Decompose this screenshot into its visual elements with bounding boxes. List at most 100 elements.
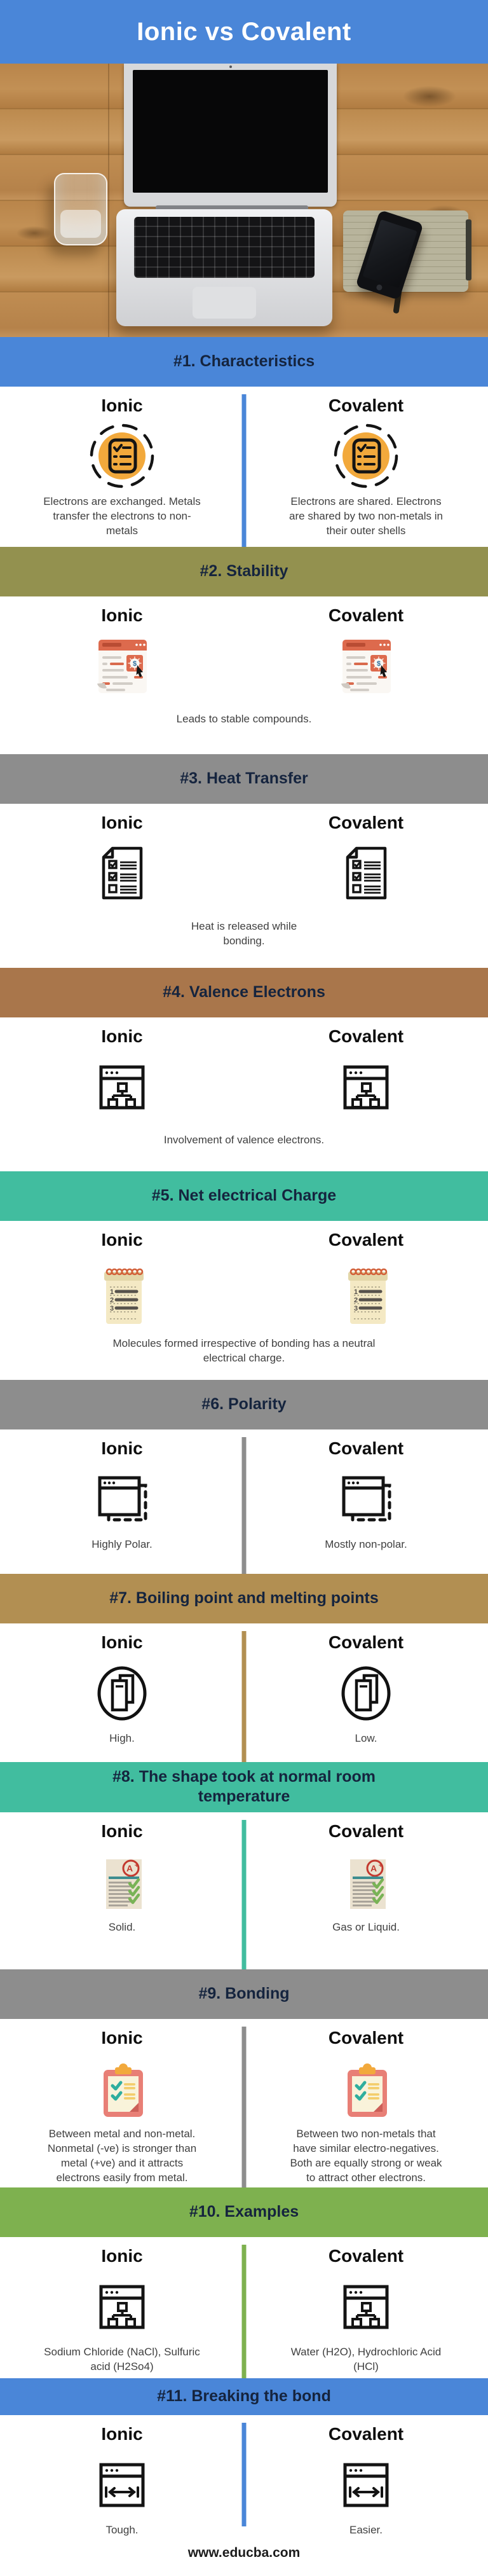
laptop-hinge-image [156,205,308,212]
covalent-label: Covalent [328,2027,404,2048]
section-heading-bar: #9. Bonding [0,1969,488,2019]
ionic-label: Ionic [101,1026,143,1046]
section-polarity: #6. Polarity Ionic Highly Polar. Covalen… [0,1380,488,1574]
covalent-description: Gas or Liquid. [332,1920,400,1933]
column-divider [241,2026,247,2187]
column-divider [241,394,247,547]
covalent-description: Low. [355,1732,377,1745]
section-heading: #1. Characteristics [173,352,315,371]
desk-photo [0,64,488,337]
browser-sitemap-icon [87,2271,157,2341]
section-net-electrical-charge: #5. Net electrical Charge Ionic Covalent… [0,1171,488,1380]
section-heading-bar: #3. Heat Transfer [0,754,488,804]
checklist-doc-icon [87,838,157,908]
column-divider [241,1819,247,1969]
browser-arrow-icon [87,2449,157,2519]
section-stability: #2. Stability Ionic Covalent Leads to st… [0,547,488,754]
covalent-description: Between two non-metals that have similar… [290,2127,442,2184]
shared-description: Molecules formed irrespective of bonding… [112,1337,376,1365]
laptop-keyboard-image [134,217,315,278]
section-heading: #7. Boiling point and melting points [109,1589,379,1608]
section-heading: #2. Stability [200,562,288,581]
ionic-label: Ionic [101,813,143,832]
ionic-label: Ionic [101,2245,143,2266]
ionic-description: Tough. [105,2523,139,2536]
section-heading-bar: #11. Breaking the bond [0,2378,488,2415]
shared-description: Heat is released while bonding. [191,920,297,947]
section-heading: #8. The shape took at normal room temper… [112,1768,376,1806]
copy-circle-icon [331,1658,401,1728]
section-heading-bar: #7. Boiling point and melting points [0,1574,488,1623]
covalent-description: Electrons are shared. Electrons are shar… [289,495,443,537]
website-link[interactable]: www.educba.com [187,2545,301,2560]
laptop-trackpad-image [193,287,256,319]
laptop-screen-image [124,64,337,207]
covalent-label: Covalent [328,1821,404,1841]
notepad-icon [331,1255,401,1325]
section-heading-bar: #8. The shape took at normal room temper… [0,1762,488,1812]
clipboard-icon [331,2053,401,2123]
ionic-label: Ionic [101,1438,143,1458]
column-divider [241,1631,247,1762]
ionic-description: Highly Polar. [92,1538,152,1551]
section-breaking-the-bond: #11. Breaking the bond Ionic Tough. Cova… [0,2378,488,2538]
ionic-label: Ionic [101,1230,143,1250]
section-heading: #9. Bonding [198,1984,290,2002]
section-heading-bar: #10. Examples [0,2187,488,2237]
notepad-icon [87,1255,157,1325]
covalent-description: Water (H2O), Hydrochloric Acid (HCl) [290,2345,442,2373]
ionic-label: Ionic [101,605,143,625]
copy-circle-icon [87,1658,157,1728]
graded-paper-icon [331,1847,401,1917]
title-bar: Ionic vs Covalent [0,0,488,64]
section-heading: #6. Polarity [201,1395,287,1414]
webpage-dollar-icon [87,631,157,701]
covalent-label: Covalent [328,1632,404,1652]
section-shape-room-temperature: #8. The shape took at normal room temper… [0,1762,488,1969]
page-title: Ionic vs Covalent [137,17,351,46]
covalent-description: Mostly non-polar. [325,1538,407,1551]
shared-description: Involvement of valence electrons. [163,1134,325,1147]
section-bonding: #9. Bonding Ionic Between metal and non-… [0,1969,488,2187]
ionic-description: Solid. [108,1920,136,1933]
covalent-label: Covalent [328,2245,404,2266]
section-heading: #11. Breaking the bond [157,2387,331,2405]
laptop-base-image [116,209,332,326]
section-heading-bar: #2. Stability [0,547,488,596]
browser-shadow-icon [87,1464,157,1534]
section-heading-bar: #6. Polarity [0,1380,488,1429]
ionic-description: High. [109,1732,135,1745]
covalent-label: Covalent [328,1026,404,1046]
browser-sitemap-icon [87,1052,157,1122]
checklist-badge-icon [331,421,401,491]
section-examples: #10. Examples Ionic Sodium Chloride (NaC… [0,2187,488,2378]
section-heading: #10. Examples [189,2202,299,2221]
column-divider [241,1437,247,1574]
footer: www.educba.com [0,2538,488,2576]
covalent-label: Covalent [328,2423,404,2444]
column-divider [241,2244,247,2378]
section-heading-bar: #1. Characteristics [0,337,488,387]
covalent-label: Covalent [328,1230,404,1250]
laptop-camera-dot [229,65,232,68]
section-valence-electrons: #4. Valence Electrons Ionic Covalent Inv… [0,968,488,1171]
ionic-label: Ionic [101,1821,143,1841]
section-heading-bar: #5. Net electrical Charge [0,1171,488,1221]
graded-paper-icon [87,1847,157,1917]
browser-sitemap-icon [331,1052,401,1122]
browser-arrow-icon [331,2449,401,2519]
covalent-description: Easier. [349,2523,383,2536]
ionic-label: Ionic [101,2423,143,2444]
clipboard-icon [87,2053,157,2123]
ionic-description: Sodium Chloride (NaCl), Sulfuric acid (H… [44,2345,200,2373]
browser-sitemap-icon [331,2271,401,2341]
section-characteristics: #1. Characteristics Ionic Electrons are … [0,337,488,547]
section-heading: #5. Net electrical Charge [151,1187,337,1205]
ionic-description: Between metal and non-metal. Nonmetal (-… [47,2127,197,2184]
ionic-label: Ionic [101,1632,143,1652]
covalent-label: Covalent [328,1438,404,1458]
shared-description: Leads to stable compounds. [176,713,312,726]
checklist-doc-icon [331,838,401,908]
section-heat-transfer: #3. Heat Transfer Ionic Covalent Heat is… [0,754,488,968]
column-divider [241,2422,247,2526]
